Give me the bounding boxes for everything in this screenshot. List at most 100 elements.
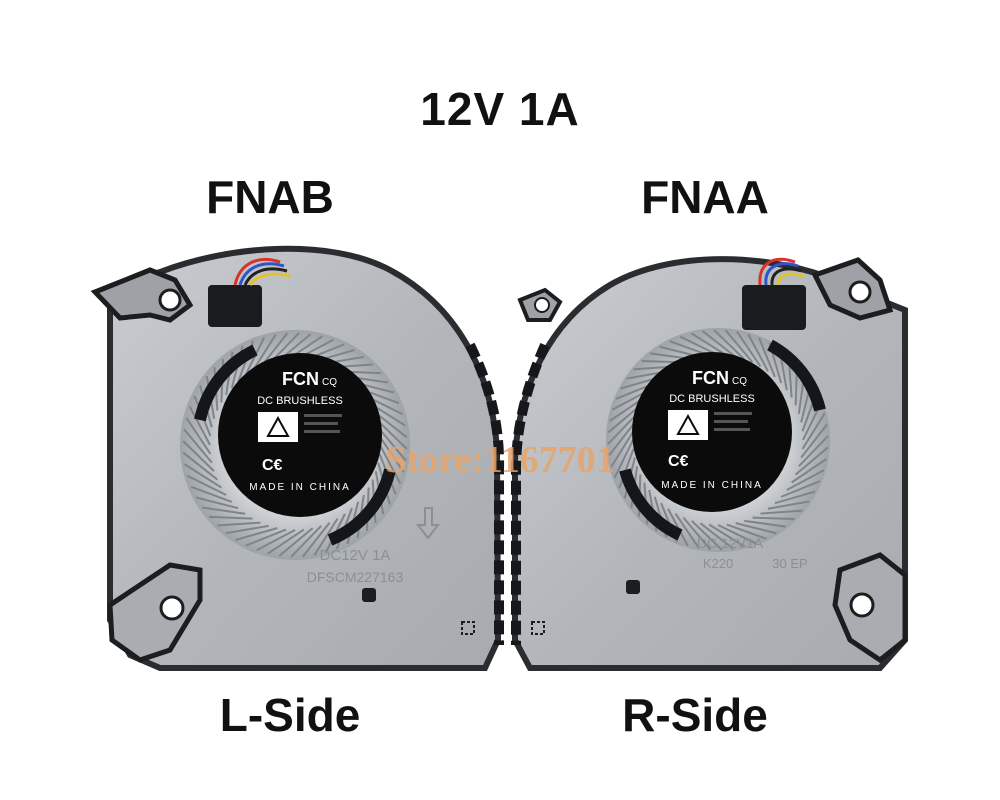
- impeller-blade: [313, 518, 339, 556]
- ce-mark-icon: C€: [262, 457, 283, 474]
- right-fan-inlet-arc: [619, 468, 683, 541]
- left-fan-screw-slot: [362, 588, 376, 602]
- right-sticker-brand: FCN: [692, 368, 729, 388]
- right-sticker-brand-suffix: CQ: [732, 376, 747, 387]
- impeller-blade: [182, 451, 218, 481]
- impeller-blade: [726, 523, 767, 540]
- impeller-blade: [190, 485, 233, 503]
- left-fan-stamp-rating: DC12V 1A: [320, 547, 391, 564]
- impeller-blade: [795, 446, 829, 476]
- impeller-blade: [791, 458, 827, 484]
- right-sticker-fine-print: [714, 428, 750, 431]
- right-fan: FCN CQ DC BRUSHLESS C€ MADE IN CHINA DC …: [511, 256, 908, 671]
- impeller-blade: [736, 331, 762, 367]
- left-fan-stamp-serial: DFSCM227163: [307, 569, 404, 585]
- left-fan-edge-seal: [465, 342, 505, 645]
- impeller-blade: [618, 448, 635, 489]
- left-fan-mark: [461, 621, 475, 635]
- right-side-label: R-Side: [622, 689, 768, 741]
- impeller-blade: [379, 444, 402, 484]
- impeller-blade: [747, 333, 769, 372]
- impeller-blade: [701, 330, 737, 358]
- impeller-blade: [245, 528, 287, 547]
- impeller-blade: [235, 527, 278, 541]
- left-sticker-origin: MADE IN CHINA: [249, 482, 351, 493]
- left-fan-mount-hole: [159, 595, 185, 621]
- left-sticker-brand-suffix: CQ: [322, 377, 337, 388]
- impeller-blade: [691, 520, 723, 551]
- right-fan-connector: [742, 285, 806, 330]
- impeller-blade: [608, 421, 636, 457]
- impeller-blade: [278, 527, 314, 557]
- impeller-blade: [767, 500, 810, 510]
- impeller-blade: [256, 529, 296, 552]
- left-sticker-fine-print: [304, 422, 338, 425]
- impeller-blade: [667, 508, 689, 547]
- left-fan-sticker: [218, 353, 382, 517]
- left-sticker-fine-print: [304, 430, 340, 433]
- right-fan-sticker: [632, 352, 792, 512]
- impeller-blade: [613, 439, 634, 479]
- impeller-blade: [717, 524, 757, 545]
- right-sticker-origin: MADE IN CHINA: [661, 480, 763, 491]
- impeller-blade: [801, 412, 826, 450]
- impeller-blade: [735, 522, 777, 535]
- impeller-blade: [183, 428, 213, 464]
- impeller-blade: [708, 523, 746, 548]
- ce-mark-icon: C€: [668, 453, 689, 470]
- impeller-blade: [780, 480, 821, 498]
- impeller-blade: [301, 522, 331, 558]
- right-fan-mount-hole: [849, 592, 875, 618]
- impeller-blade: [744, 519, 786, 528]
- arrow-down-icon: [415, 507, 441, 540]
- impeller-blade: [774, 490, 816, 505]
- warning-triangle-icon: [266, 415, 290, 437]
- left-fan-mount-ear: [107, 562, 203, 663]
- left-sticker-fine-print: [304, 414, 342, 417]
- impeller-blade: [800, 423, 828, 459]
- impeller-blade: [251, 334, 277, 372]
- impeller-blade: [798, 435, 829, 467]
- right-fan-edge-seal: [511, 342, 550, 645]
- impeller-blade: [610, 430, 635, 468]
- impeller-blade: [758, 337, 776, 378]
- impeller-blade: [195, 496, 239, 510]
- left-fan-inlet-arc: [194, 344, 258, 422]
- impeller-blade: [377, 426, 407, 462]
- impeller-blade: [724, 329, 754, 363]
- right-fan-stamp-rating: DC 12V1A: [697, 535, 764, 551]
- impeller-blade: [760, 509, 803, 515]
- impeller-blade: [188, 406, 211, 446]
- right-fan-mount-hole: [848, 280, 872, 304]
- impeller-blade: [607, 413, 638, 445]
- impeller-blade: [186, 474, 227, 496]
- left-fan: FCN CQ DC BRUSHLESS C€ MADE IN CHINA DC1…: [90, 245, 505, 671]
- right-fan-model-label: FNAA: [641, 171, 769, 223]
- right-sticker-fine-print: [714, 420, 748, 423]
- right-sticker-fine-print: [714, 412, 752, 415]
- warning-triangle-icon: [676, 413, 700, 435]
- impeller-blade: [378, 435, 405, 473]
- right-fan-stamp-serial: K220: [703, 556, 733, 571]
- right-fan-inlet-arc: [767, 339, 826, 412]
- impeller-blade: [690, 332, 728, 357]
- left-fan-model-label: FNAB: [206, 171, 334, 223]
- impeller-blade: [674, 513, 700, 549]
- impeller-blade: [225, 524, 269, 535]
- left-fan-connector: [208, 285, 262, 327]
- store-watermark: Store:1167701: [385, 439, 614, 481]
- right-fan-mount-hole: [534, 297, 550, 313]
- impeller-blade: [217, 521, 261, 527]
- impeller-blade: [290, 525, 322, 558]
- left-sticker-brand: FCN: [282, 369, 319, 389]
- impeller-blade: [752, 516, 795, 521]
- impeller-blade: [209, 515, 253, 520]
- product-rating: 12V 1A: [420, 83, 580, 135]
- impeller-blade: [201, 506, 246, 515]
- impeller-blade: [682, 517, 712, 551]
- right-sticker-type: DC BRUSHLESS: [669, 393, 755, 405]
- impeller-blade: [182, 440, 215, 472]
- left-fan-mount-hole: [158, 288, 182, 312]
- right-fan-screw-slot: [626, 580, 640, 594]
